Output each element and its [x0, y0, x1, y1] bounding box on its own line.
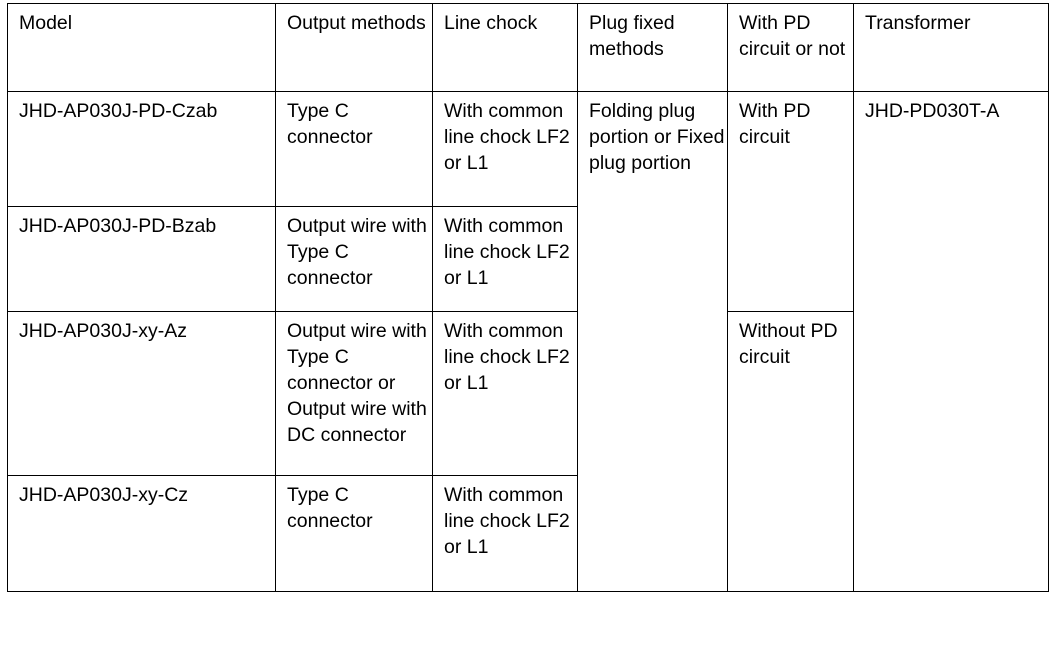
cell-line-chock: With common line chock LF2 or L1	[432, 311, 578, 476]
cell-output-methods-value: Type C connector	[287, 100, 373, 148]
cell-pd-circuit-with: With PD circuit	[727, 91, 854, 312]
cell-line-chock: With common line chock LF2 or L1	[432, 475, 578, 592]
column-header-line-chock-label: Line chock	[444, 12, 538, 34]
cell-transformer-merged: JHD-PD030T-A	[853, 91, 1049, 592]
cell-output-methods: Output wire with Type C connector	[275, 206, 433, 312]
cell-model: JHD-AP030J-PD-Bzab	[7, 206, 276, 312]
column-header-with-pd-circuit-or-not: With PD circuit or not	[727, 3, 854, 92]
cell-line-chock-value: With common line chock LF2 or L1	[444, 215, 570, 289]
cell-output-methods-value: Output wire with Type C connector or Out…	[287, 320, 427, 446]
column-header-plug-fixed-methods: Plug fixed methods	[577, 3, 728, 92]
cell-line-chock-value: With common line chock LF2 or L1	[444, 100, 570, 174]
cell-pd-circuit-without: Without PD circuit	[727, 311, 854, 592]
column-header-transformer: Transformer	[853, 3, 1049, 92]
cell-line-chock-value: With common line chock LF2 or L1	[444, 484, 570, 558]
column-header-line-chock: Line chock	[432, 3, 578, 92]
cell-pd-circuit-without-value: Without PD circuit	[739, 320, 838, 368]
cell-output-methods-value: Output wire with Type C connector	[287, 215, 427, 289]
column-header-output-methods: Output methods	[275, 3, 433, 92]
cell-output-methods: Type C connector	[275, 91, 433, 207]
table-row: JHD-AP030J-PD-Czab Type C connector With…	[7, 91, 1049, 592]
table-row: JHD-AP030J-xy-Az Output wire with Type C…	[7, 311, 1049, 592]
cell-line-chock-value: With common line chock LF2 or L1	[444, 320, 570, 394]
model-specification-table: Model Output methods Line chock Plug fix…	[7, 3, 1049, 592]
table-row: JHD-AP030J-PD-Bzab Output wire with Type…	[7, 206, 1049, 312]
cell-line-chock: With common line chock LF2 or L1	[432, 91, 578, 207]
cell-output-methods: Output wire with Type C connector or Out…	[275, 311, 433, 476]
column-header-output-methods-label: Output methods	[287, 12, 426, 34]
cell-model: JHD-AP030J-PD-Czab	[7, 91, 276, 207]
cell-output-methods: Type C connector	[275, 475, 433, 592]
cell-model-value: JHD-AP030J-PD-Czab	[19, 100, 218, 122]
cell-line-chock: With common line chock LF2 or L1	[432, 206, 578, 312]
cell-plug-fixed-methods-merged: Folding plug portion or Fixed plug porti…	[577, 91, 728, 592]
column-header-model: Model	[7, 3, 276, 92]
column-header-with-pd-circuit-or-not-label: With PD circuit or not	[739, 12, 846, 60]
column-header-transformer-label: Transformer	[865, 12, 971, 34]
cell-model-value: JHD-AP030J-xy-Cz	[19, 484, 189, 506]
table-row: JHD-AP030J-xy-Cz Type C connector With c…	[7, 475, 1049, 592]
cell-model: JHD-AP030J-xy-Cz	[7, 475, 276, 592]
cell-output-methods-value: Type C connector	[287, 484, 373, 532]
cell-plug-fixed-methods-value: Folding plug portion or Fixed plug porti…	[589, 100, 725, 174]
cell-pd-circuit-with-value: With PD circuit	[739, 100, 811, 148]
column-header-model-label: Model	[19, 12, 73, 34]
table-header-row: Model Output methods Line chock Plug fix…	[7, 3, 1049, 92]
cell-transformer-value: JHD-PD030T-A	[865, 100, 1000, 122]
column-header-plug-fixed-methods-label: Plug fixed methods	[589, 12, 675, 60]
cell-model: JHD-AP030J-xy-Az	[7, 311, 276, 476]
cell-model-value: JHD-AP030J-PD-Bzab	[19, 215, 217, 237]
cell-model-value: JHD-AP030J-xy-Az	[19, 320, 187, 342]
